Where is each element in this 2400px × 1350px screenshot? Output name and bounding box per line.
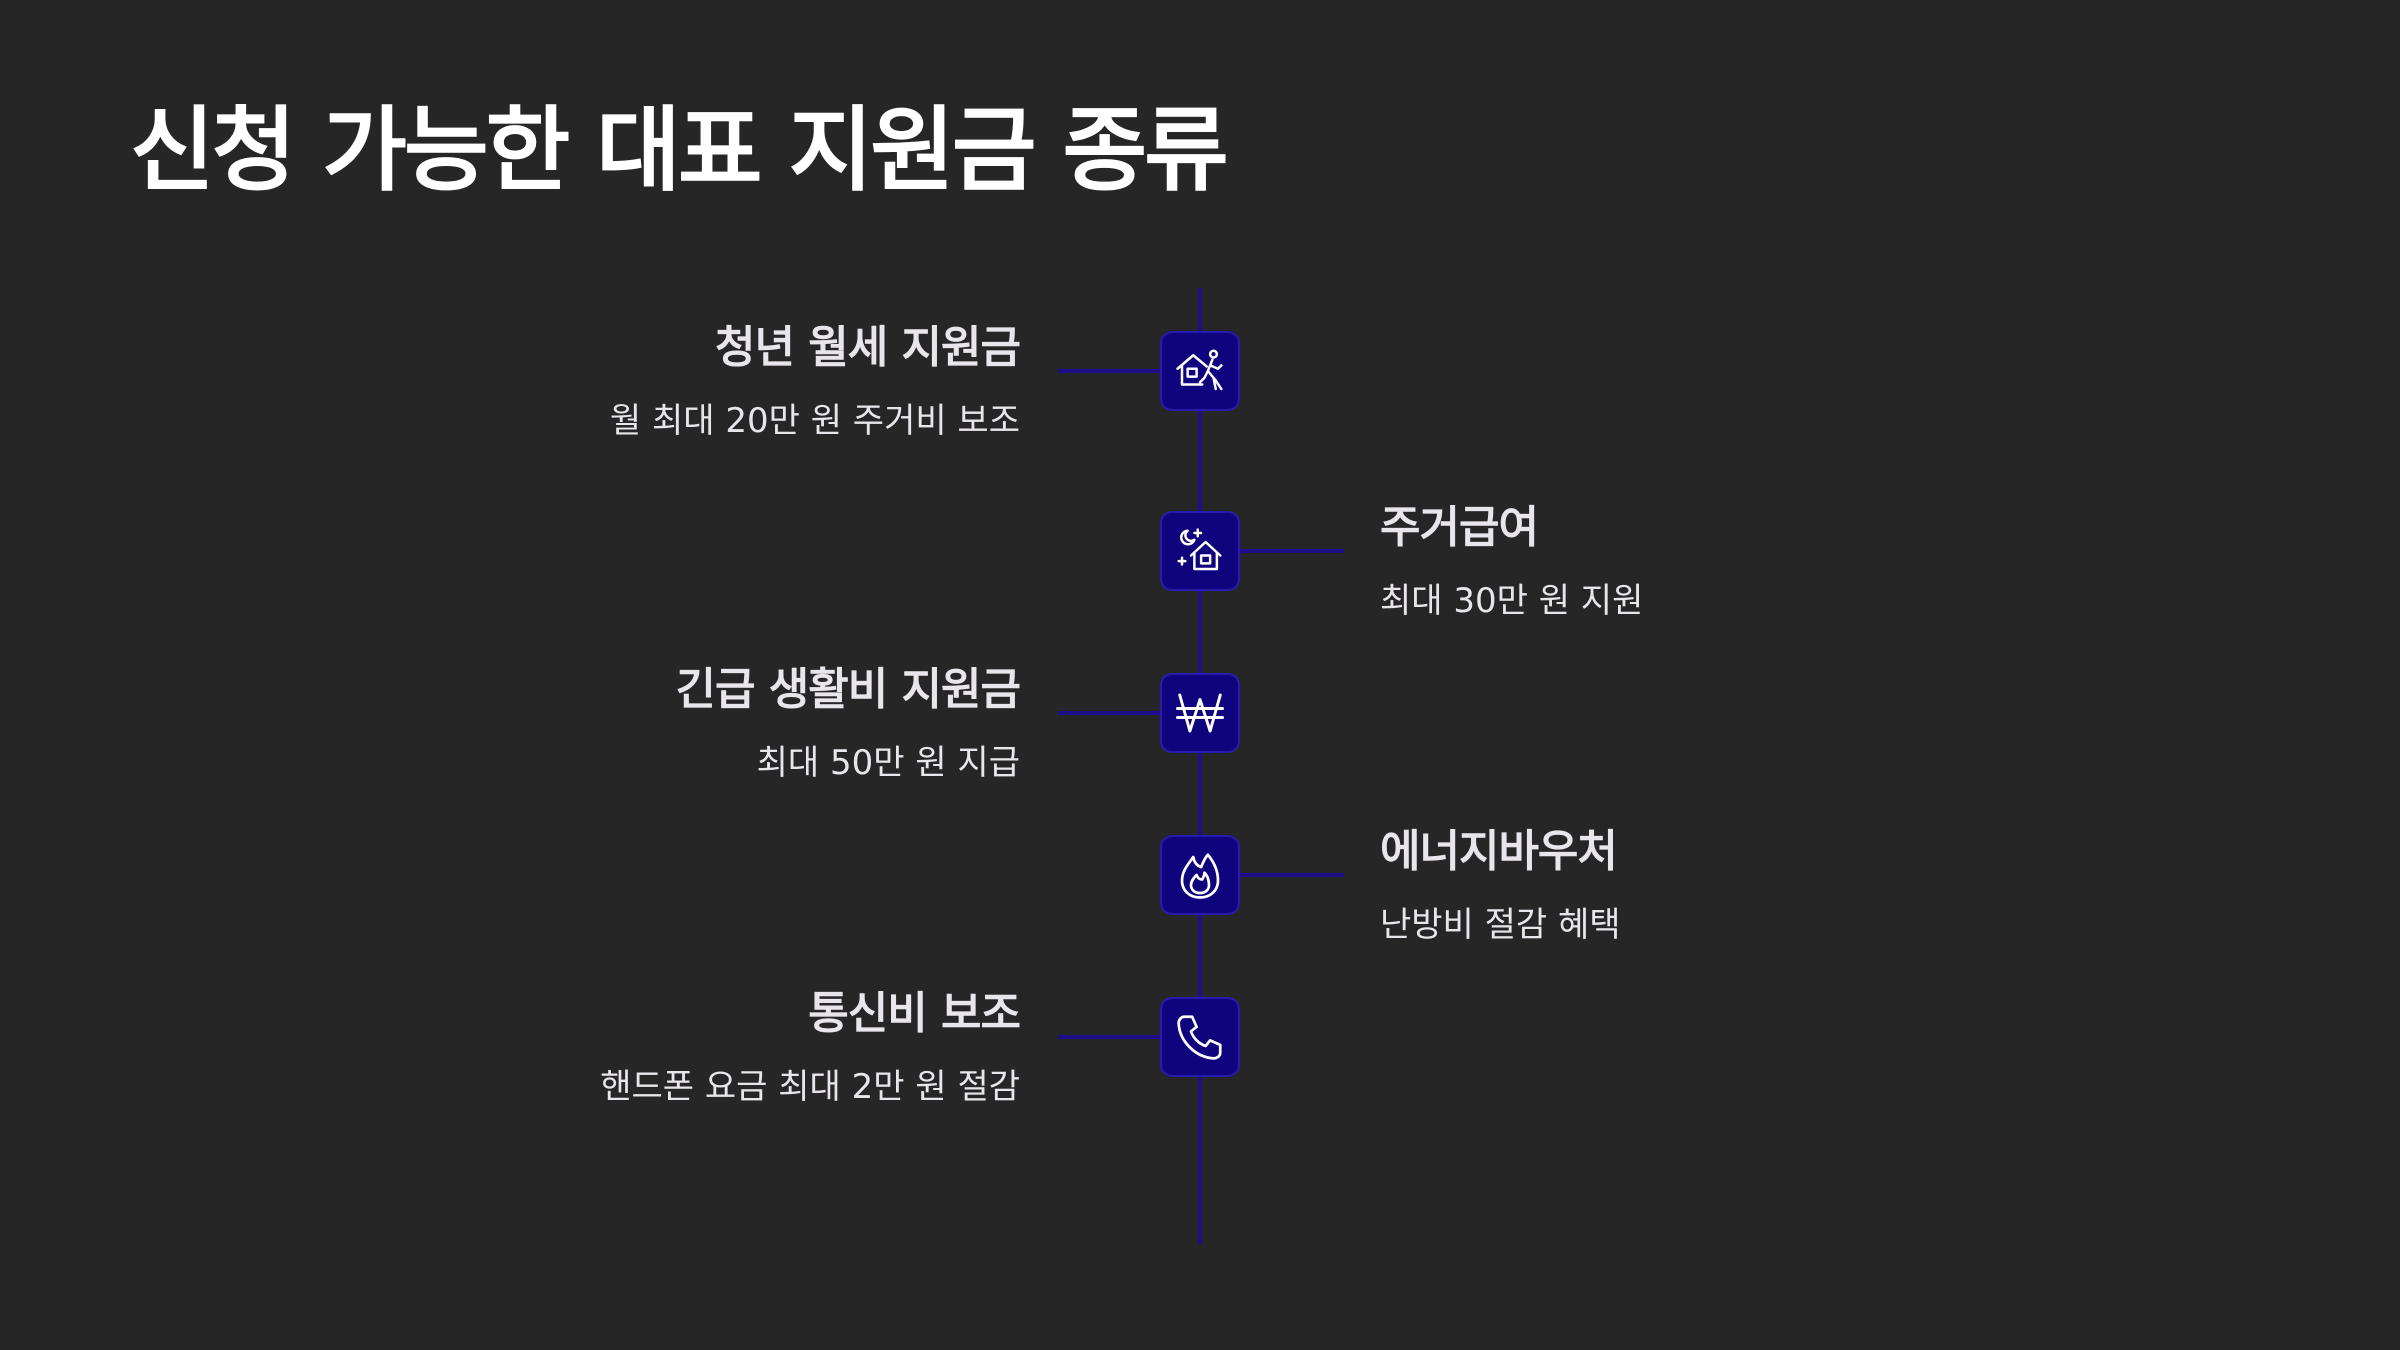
- timeline-node-2: [1160, 511, 1240, 591]
- page-title: 신청 가능한 대표 지원금 종류: [130, 97, 1229, 204]
- timeline-item-3: 긴급 생활비 지원금 최대 50만 원 지급: [675, 664, 1021, 784]
- timeline-item-1: 청년 월세 지원금 월 최대 20만 원 주거비 보조: [609, 322, 1021, 442]
- timeline-node-1: [1160, 331, 1240, 411]
- won-icon: [1176, 693, 1224, 733]
- flame-icon: [1180, 853, 1220, 899]
- item-desc: 최대 30만 원 지원: [1380, 580, 1644, 621]
- connector-3: [1058, 711, 1160, 715]
- item-desc: 핸드폰 요금 최대 2만 원 절감: [600, 1066, 1020, 1107]
- timeline-node-3: [1160, 673, 1240, 753]
- item-desc: 최대 50만 원 지급: [756, 742, 1020, 783]
- timeline-node-4: [1160, 835, 1240, 915]
- item-title: 통신비 보조: [808, 988, 1021, 1039]
- item-desc: 월 최대 20만 원 주거비 보조: [609, 400, 1020, 441]
- house-night-icon: [1177, 528, 1222, 571]
- connector-5: [1058, 1035, 1160, 1039]
- item-title: 긴급 생활비 지원금: [675, 664, 1021, 715]
- connector-2: [1240, 549, 1344, 553]
- item-title: 청년 월세 지원금: [715, 322, 1021, 373]
- timeline-item-2: 주거급여 최대 30만 원 지원: [1380, 502, 1643, 622]
- item-title: 주거급여: [1380, 502, 1539, 553]
- connector-1: [1058, 369, 1160, 373]
- connector-4: [1240, 873, 1344, 877]
- timeline-item-4: 에너지바우처 난방비 절감 혜택: [1380, 826, 1621, 946]
- item-title: 에너지바우처: [1380, 826, 1618, 877]
- house-person-icon: [1176, 349, 1223, 391]
- item-desc: 난방비 절감 혜택: [1380, 904, 1621, 945]
- timeline-line: [1198, 288, 1202, 1244]
- phone-icon: [1177, 1015, 1222, 1060]
- timeline-item-5: 통신비 보조 핸드폰 요금 최대 2만 원 절감: [600, 988, 1021, 1108]
- timeline-node-5: [1160, 997, 1240, 1077]
